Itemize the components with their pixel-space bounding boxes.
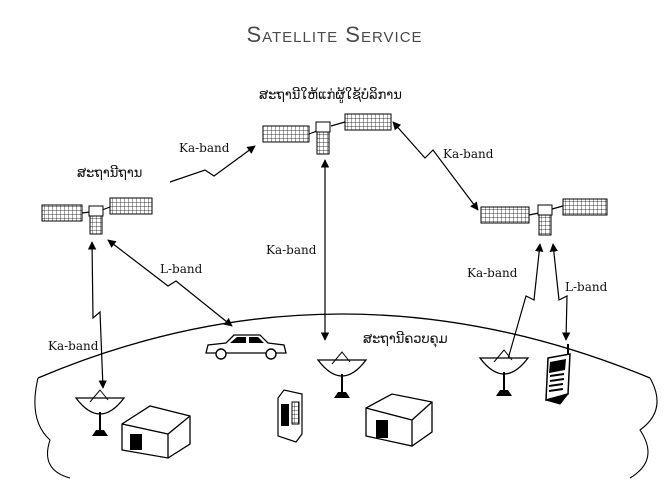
link-right-to-dish [504,243,544,367]
dish-left [74,389,126,436]
link-top-to-right [392,121,479,211]
dish-right [478,349,530,396]
link-left-to-ground [87,241,107,389]
link-label-l-band-car: L-band [160,262,203,276]
dish-center [316,351,368,398]
link-label-ka-center: Ka-band [266,243,317,257]
link-label-ka-right-ground: Ka-band [467,266,518,280]
mobile-phone [545,344,571,405]
satellite-right [480,198,608,236]
phone-booth [277,389,303,443]
link-label-ka-top-right: Ka-band [443,147,494,161]
link-label-ka-top-left: Ka-band [179,141,230,155]
diagram-title: Satellite Service [246,22,423,47]
relay-satellite-label: ສະຖານີໃຫ້ແກ່ຜູ້ໃຊ້ບໍລິການ [259,88,402,103]
left-satellite-label: ສະຖານີຖານ [77,166,143,181]
link-right-to-phone [549,243,571,341]
building-center [365,393,433,447]
satellite-top [262,113,392,155]
link-label-l-band-phone: L-band [565,280,608,294]
link-left-to-top [169,145,256,183]
building-left [121,405,191,459]
earth-horizon [37,313,651,379]
control-station-label: ສະຖານີຄວບຄຸມ [363,332,448,347]
link-left-to-car [107,239,233,327]
link-label-ka-left-ground: Ka-band [48,339,99,353]
satellite-left [41,197,153,235]
earth-horizon-edge [34,377,658,479]
car [205,334,287,360]
